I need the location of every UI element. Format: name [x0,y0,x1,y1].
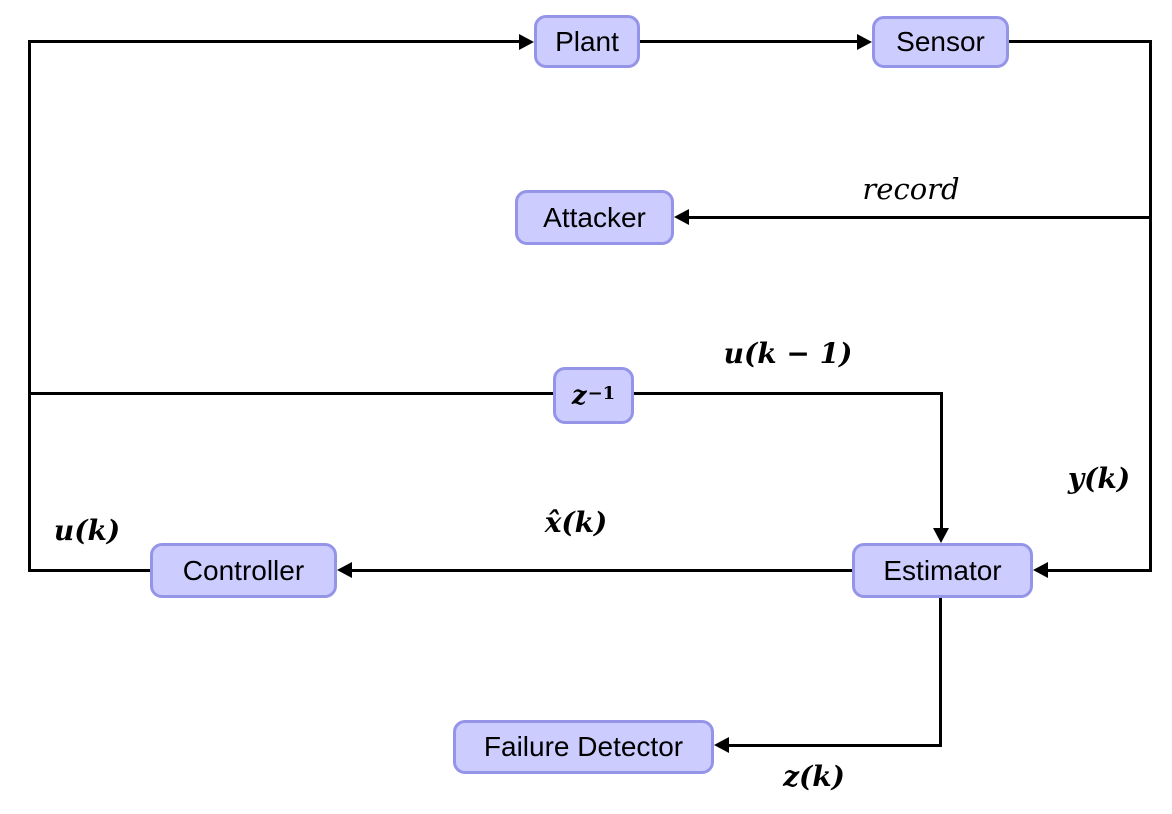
u-k-signal-label: u(k) [53,514,121,547]
controller-label: Controller [182,554,305,586]
delay-exponent-label: −1 [587,382,616,404]
x-hat-k-signal-label: x̂(k) [544,506,608,539]
wire-plant-to-sensor [639,40,857,43]
arrowhead-into-estimator-top [933,528,949,543]
u-k-minus-1-signal-label: u(k − 1) [723,337,853,370]
record-signal-label: record [862,172,960,206]
failure-detector-label: Failure Detector [483,731,684,762]
z-k-signal-label: z(k) [783,760,845,793]
delay-base-label: z [571,380,587,411]
failure-detector-block: Failure Detector [453,720,714,774]
wire-y-into-estimator [1047,569,1152,572]
arrowhead-into-estimator-right [1033,562,1048,578]
wire-controller-to-left [28,569,151,572]
estimator-label: Estimator [883,554,1002,586]
wire-into-failure-detector [728,744,942,747]
arrowhead-into-controller [337,562,352,578]
sensor-block: Sensor [872,16,1009,68]
arrowhead-into-plant [519,34,534,50]
attacker-label: Attacker [543,201,646,233]
arrowhead-into-failure-detector [714,737,729,753]
wire-estimator-down [939,598,942,747]
controller-block: Controller [150,543,337,598]
sensor-label: Sensor [896,26,985,57]
plant-label: Plant [555,25,619,57]
arrowhead-into-sensor [857,34,872,50]
wire-top-to-plant [28,40,520,43]
estimator-block: Estimator [852,543,1033,598]
wire-left-feedback-vertical [28,40,31,572]
delay-block: z−1 [553,367,634,424]
wire-delay-branch [28,392,943,395]
wire-sensor-to-right [1008,40,1152,43]
wire-estimator-to-controller [351,569,852,572]
wire-right-measurement-vertical [1149,40,1152,572]
y-k-signal-label: y(k) [1067,462,1131,495]
attacker-block: Attacker [515,190,674,245]
plant-block: Plant [534,15,640,68]
wire-delayed-input-down [940,392,943,530]
arrowhead-into-attacker [674,209,689,225]
wire-record-to-attacker [688,216,1151,219]
